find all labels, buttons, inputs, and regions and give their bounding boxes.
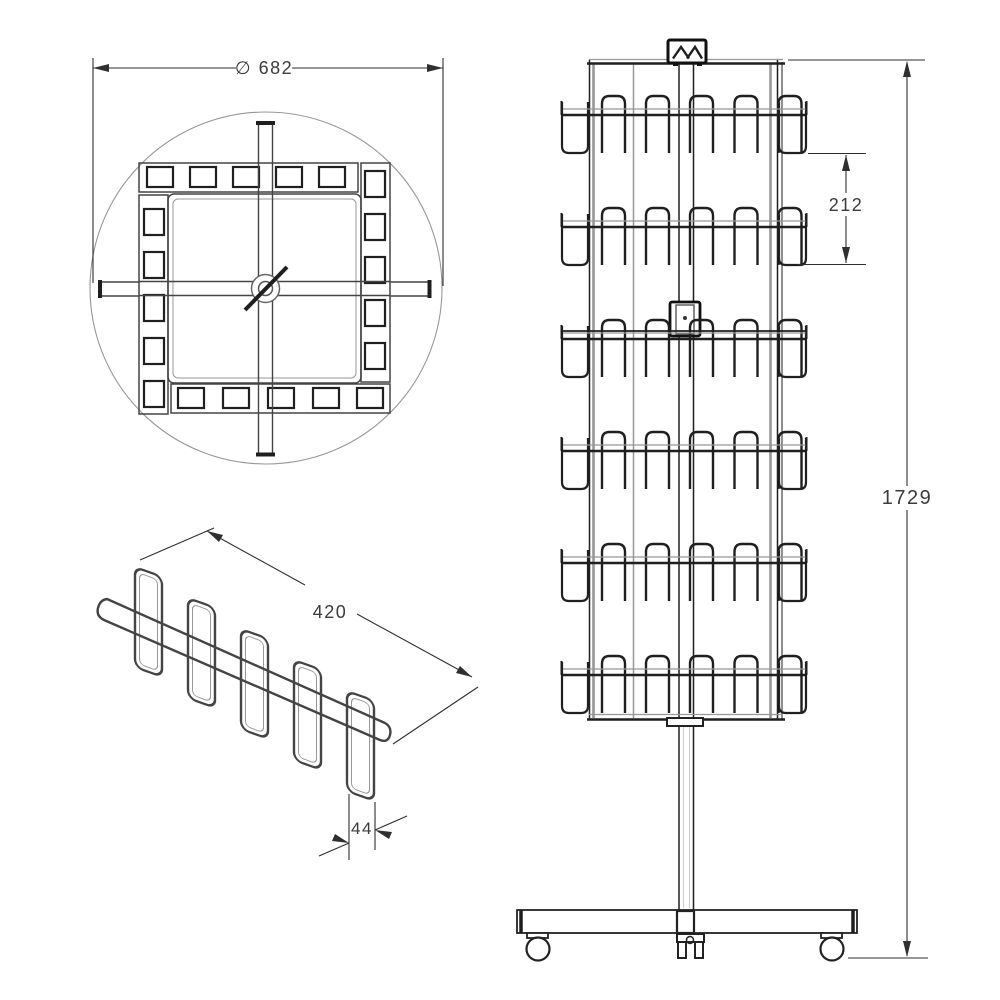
row-pitch-label: 212: [829, 195, 864, 215]
pocket-strip-top: [138, 162, 359, 193]
arrowhead-upper-left: [207, 531, 223, 542]
arrowhead-depth-right: [375, 830, 392, 839]
diameter-label: ∅ 682: [235, 58, 293, 78]
arm-top: [256, 121, 275, 163]
swivel-circle: [89, 111, 443, 465]
total-height-label: 1729: [882, 487, 933, 509]
arrowhead-pitch-top: [842, 155, 850, 171]
base-assembly: [516, 909, 858, 962]
diameter-dimension: ∅ 682: [92, 58, 444, 286]
arrowhead-height-top: [903, 61, 911, 77]
row-pitch-dimension: 212: [797, 152, 866, 266]
pocket-rows: [559, 94, 809, 715]
caster-center: [676, 933, 705, 959]
arm-bottom: [256, 413, 275, 457]
pocket-strip-left: [138, 194, 169, 415]
pole-collar: [666, 717, 704, 727]
arrowhead-left: [93, 64, 109, 72]
caster-right: [819, 932, 845, 962]
arrowhead-pitch-bottom: [842, 247, 850, 263]
front-view: 212 1729: [516, 38, 933, 962]
pocket-depth-dimension: 44: [318, 794, 408, 860]
pocket-strip-bottom: [170, 383, 391, 414]
arrowhead-right: [427, 64, 443, 72]
shelf-length-label: 420: [313, 602, 348, 622]
arrowhead-lower-right: [456, 666, 472, 677]
pole-base-joint: [675, 909, 696, 935]
tower-body: [587, 58, 785, 911]
shelf-rail: [96, 597, 392, 743]
top-view: ∅ 682: [89, 58, 444, 465]
center-hub: [243, 265, 289, 312]
caster-left: [525, 932, 551, 962]
total-height-dimension: 1729: [788, 59, 933, 959]
pocket-strip-right: [360, 162, 391, 383]
shelf-iso-view: 420 44: [96, 527, 479, 860]
sign-holder: [666, 38, 708, 66]
arm-right: [390, 280, 432, 298]
arrowhead-height-bottom: [903, 941, 911, 957]
zigzag-icon: [672, 44, 704, 60]
shelf-length-dimension: 420: [139, 527, 479, 745]
pocket-depth-label: 44: [351, 819, 373, 838]
arrowhead-depth-left: [332, 834, 349, 843]
arm-left: [98, 280, 139, 298]
